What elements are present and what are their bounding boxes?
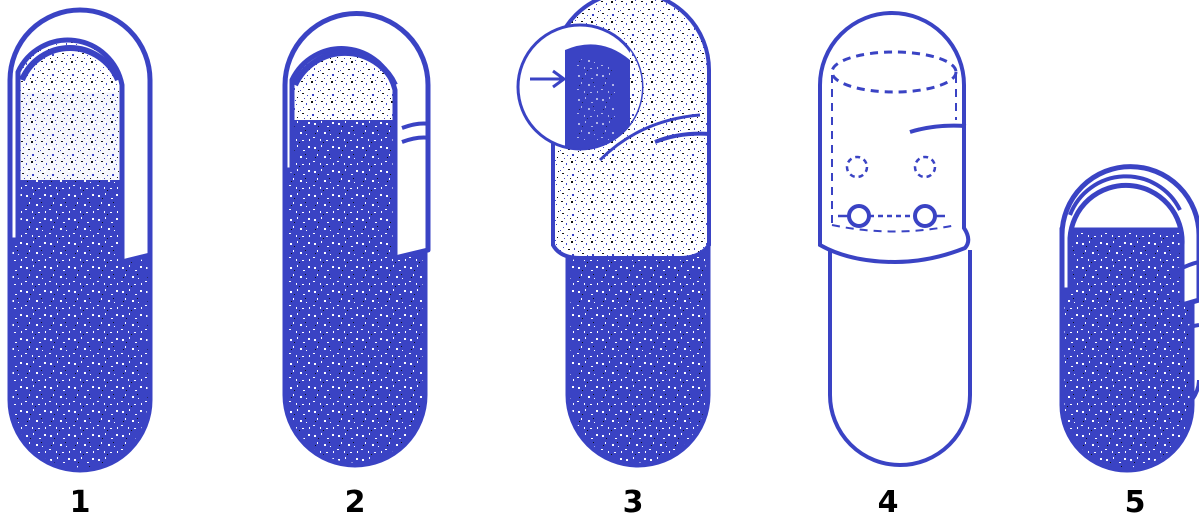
capsule-4 bbox=[820, 13, 970, 465]
capsule-2 bbox=[285, 14, 430, 466]
capsule-1 bbox=[10, 10, 150, 470]
capsule-4-cap bbox=[820, 13, 968, 262]
capsule-3-body bbox=[568, 230, 708, 465]
capsule-4-label: 4 bbox=[878, 485, 899, 518]
capsule-2-label: 2 bbox=[345, 485, 366, 518]
capsule-5 bbox=[1062, 167, 1199, 470]
capsule-3-label: 3 bbox=[623, 485, 644, 518]
capsule-3 bbox=[518, 0, 710, 465]
capsule-4-body bbox=[830, 250, 970, 465]
capsule-1-label: 1 bbox=[70, 485, 91, 518]
capsule-5-label: 5 bbox=[1125, 485, 1146, 518]
capsule-5-body bbox=[1062, 230, 1192, 470]
